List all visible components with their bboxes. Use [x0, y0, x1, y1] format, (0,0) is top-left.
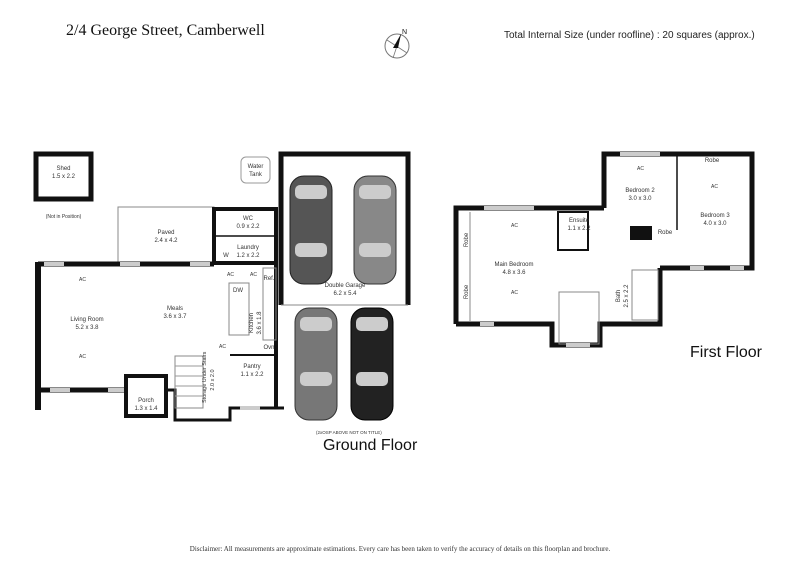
- room-name: Bedroom 2: [625, 188, 655, 194]
- room-size: 3.6 x 3.7: [163, 314, 187, 320]
- room-name: Double Garage: [324, 283, 366, 289]
- room-name: Laundry: [237, 245, 259, 251]
- room-shed: Shed 1.5 x 2.2: [36, 165, 91, 181]
- car-icon: [353, 175, 397, 285]
- ac-unit: AC: [79, 277, 86, 283]
- car-icon: [350, 307, 394, 421]
- room-bedroom-2: Bedroom 2 3.0 x 3.0: [610, 187, 670, 203]
- first-floor-label: First Floor: [690, 344, 762, 361]
- robe-label: Robe: [657, 230, 673, 236]
- room-wc: WC 0.9 x 2.2: [226, 215, 270, 231]
- room-name: Kitchen: [249, 313, 255, 334]
- car-icon: [289, 175, 333, 285]
- robe-label: Robe: [464, 232, 470, 248]
- robe-label: Robe: [704, 158, 720, 164]
- ac-unit: AC: [511, 290, 518, 296]
- osp-note: (2xOSP ABOVE NOT ON TITLE): [316, 430, 382, 435]
- room-pantry: Pantry 1.1 x 2.2: [230, 363, 274, 379]
- room-name: Pantry: [243, 364, 261, 370]
- room-size: 1.1 x 2.2: [567, 226, 591, 232]
- room-size: 4.8 x 3.6: [502, 270, 526, 276]
- room-kitchen: Kitchen 3.6 x 1.8: [248, 303, 264, 343]
- robe-label: Robe: [464, 284, 470, 300]
- room-size: 1.2 x 2.2: [236, 253, 260, 259]
- room-paved: Paved 2.4 x 4.2: [118, 229, 214, 245]
- ac-unit: AC: [637, 166, 644, 172]
- car-icon: [294, 307, 338, 421]
- room-water-tank: Water Tank: [247, 164, 264, 178]
- room-name: Main Bedroom: [494, 262, 534, 268]
- ac-unit: AC: [511, 223, 518, 229]
- room-size: 3.6 x 1.8: [257, 311, 263, 335]
- room-name: Bedroom 3: [700, 213, 730, 219]
- ac-unit: AC: [79, 354, 86, 360]
- disclaimer: Disclaimer: All measurements are approxi…: [189, 545, 611, 553]
- ac-unit: AC: [250, 272, 257, 278]
- room-size: 3.0 x 3.0: [628, 196, 652, 202]
- room-name: Meals: [166, 306, 183, 312]
- room-meals: Meals 3.6 x 3.7: [150, 305, 200, 321]
- room-size: 6.2 x 5.4: [333, 291, 357, 297]
- room-name: Paved: [157, 230, 175, 236]
- total-internal-size: Total Internal Size (under roofline) : 2…: [504, 30, 755, 41]
- room-size: 1.3 x 1.4: [134, 406, 158, 412]
- shed-note: (Not in Position): [45, 214, 82, 220]
- compass-north-label: N: [402, 29, 407, 36]
- room-name: Porch: [138, 398, 154, 404]
- north-arrow-icon: N: [382, 26, 416, 62]
- room-laundry: Laundry 1.2 x 2.2: [226, 244, 270, 260]
- ground-floor-label: Ground Floor: [323, 437, 418, 454]
- room-living-room: Living Room 5.2 x 3.8: [52, 316, 122, 332]
- room-name: WC: [243, 216, 253, 222]
- room-double-garage: Double Garage 6.2 x 5.4: [300, 282, 390, 298]
- room-storage-under-stairs: Storage Under Stairs 2.0 x 2.0: [201, 351, 217, 403]
- room-size: 0.9 x 2.2: [236, 224, 260, 230]
- room-name: Bath: [616, 289, 622, 303]
- room-name: Living Room: [70, 317, 104, 323]
- room-porch: Porch 1.3 x 1.4: [126, 397, 166, 413]
- room-size: 2.0 x 2.0: [210, 369, 216, 391]
- ac-unit: AC: [711, 184, 718, 190]
- room-size: 2.5 x 2.2: [624, 284, 630, 308]
- room-ensuite: Ensuite 1.1 x 2.2: [564, 217, 594, 233]
- room-size: 5.2 x 3.8: [75, 325, 99, 331]
- room-bath: Bath 2.5 x 2.2: [615, 281, 631, 311]
- room-size: 1.1 x 2.2: [240, 372, 264, 378]
- room-name: Ensuite: [568, 218, 589, 224]
- room-size: 1.5 x 2.2: [51, 174, 75, 180]
- washer-label: W: [223, 253, 229, 259]
- room-name: Storage Under Stairs: [202, 351, 208, 403]
- room-size: 2.4 x 4.2: [154, 238, 178, 244]
- room-size: 4.0 x 3.0: [703, 221, 727, 227]
- ac-unit: AC: [219, 344, 226, 350]
- room-bedroom-3: Bedroom 3 4.0 x 3.0: [685, 212, 745, 228]
- property-address: 2/4 George Street, Camberwell: [66, 22, 265, 39]
- fridge-label: Ref.: [263, 276, 275, 282]
- oven-label: Ovn: [263, 345, 275, 351]
- ac-unit: AC: [227, 272, 234, 278]
- room-name: Shed: [56, 166, 71, 172]
- dishwasher-label: DW: [233, 288, 243, 294]
- room-main-bedroom: Main Bedroom 4.8 x 3.6: [484, 261, 544, 277]
